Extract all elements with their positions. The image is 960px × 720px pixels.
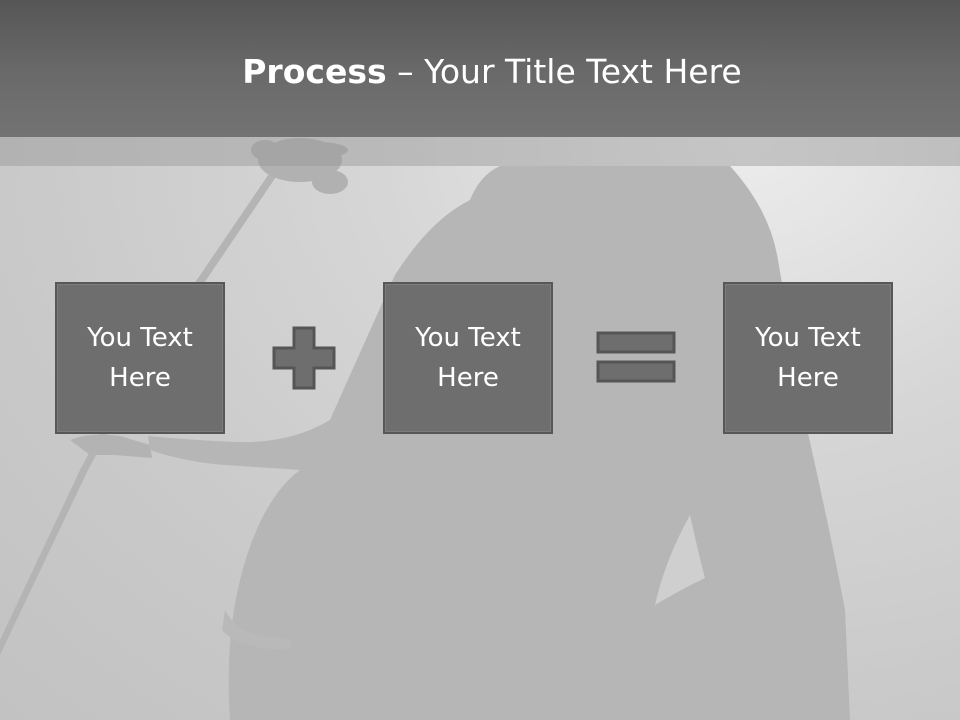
plus-icon <box>272 326 336 390</box>
title-strip <box>0 137 960 166</box>
title-rest-text: – Your Title Text Here <box>386 52 742 91</box>
slide-title: Process – Your Title Text Here <box>0 52 960 91</box>
process-box-1-line2: Here <box>109 363 171 393</box>
process-box-1-line1: You Text <box>87 323 193 353</box>
process-box-1: You Text Here <box>55 282 225 434</box>
process-box-3-line2: Here <box>777 363 839 393</box>
process-box-3-line1: You Text <box>755 323 861 353</box>
process-box-3: You Text Here <box>723 282 893 434</box>
process-box-2-line2: Here <box>437 363 499 393</box>
title-bold-text: Process <box>242 52 387 91</box>
equals-icon <box>596 331 676 383</box>
process-box-2: You Text Here <box>383 282 553 434</box>
process-box-2-line1: You Text <box>415 323 521 353</box>
title-bar <box>0 0 960 137</box>
